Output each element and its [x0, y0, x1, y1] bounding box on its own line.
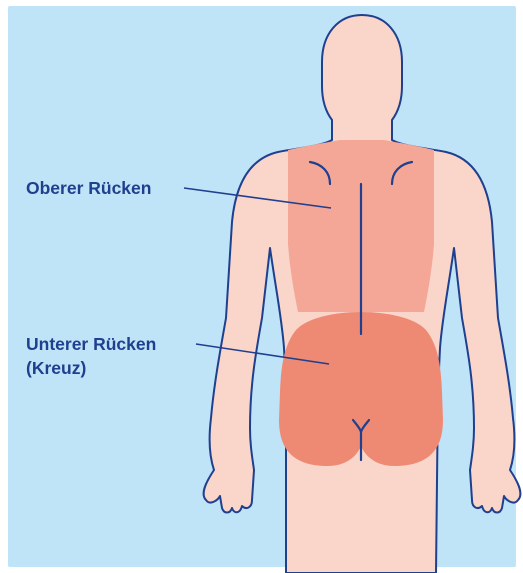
lower-back-sublabel: (Kreuz) — [26, 358, 86, 378]
upper-back-label: Oberer Rücken — [26, 178, 151, 198]
lower-back-label: Unterer Rücken — [26, 334, 156, 354]
